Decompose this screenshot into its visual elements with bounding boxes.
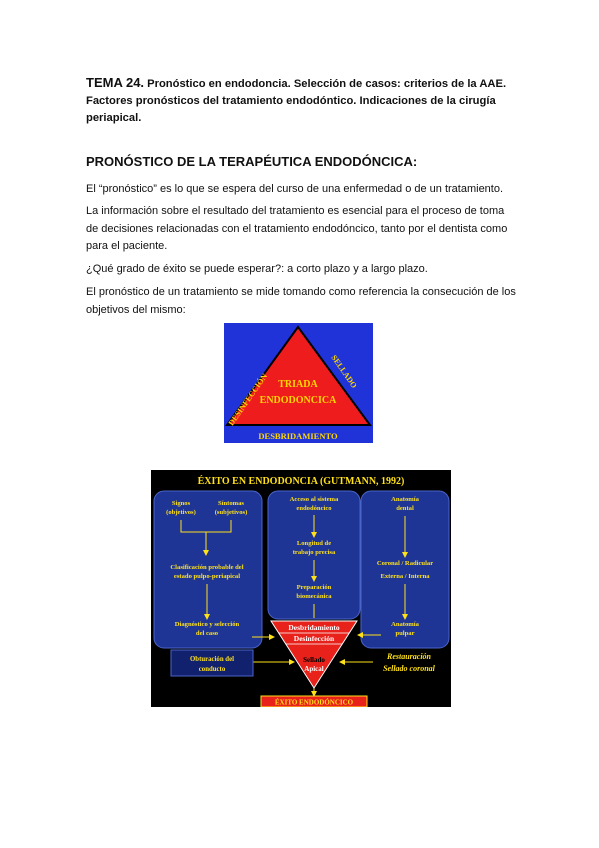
- restauracion-label: Restauración: [386, 652, 432, 661]
- externa-interna: Externa / Interna: [380, 573, 430, 580]
- clasificacion-line2: estado pulpo-periapical: [174, 573, 240, 580]
- longitud-line1: Longitud de: [297, 540, 331, 547]
- triad-center-line1: TRIADA: [278, 379, 318, 390]
- preparacion-line2: biomecánica: [296, 593, 332, 600]
- paragraph-3: ¿Qué grado de éxito se puede esperar?: a…: [86, 263, 428, 275]
- document-title: TEMA 24. Pronóstico en endodoncia. Selec…: [86, 74, 516, 127]
- signos-label: Signos: [172, 500, 191, 507]
- triad-bottom-label: DESBRIDAMIENTO: [258, 431, 338, 441]
- anatomia-dental-line2: dental: [396, 505, 414, 512]
- anatomia-dental-line1: Anatomía: [391, 496, 420, 503]
- diagnostico-line1: Diagnóstico y selección: [175, 621, 240, 628]
- obturacion-box: [170, 649, 254, 677]
- arrowhead-4: [311, 576, 317, 582]
- sellado-coronal-label: Sellado coronal: [383, 664, 436, 673]
- coronal-radicular: Coronal / Radicular: [377, 560, 433, 567]
- success-diagram: ÉXITO EN ENDODONCIA (GUTMANN, 1992) Sign…: [151, 470, 451, 707]
- clasificacion-line1: Clasificación probable del: [170, 564, 243, 571]
- center-desbridamiento: Desbridamiento: [288, 623, 339, 632]
- arrowhead-3: [311, 532, 317, 538]
- column-anatomy: [360, 490, 450, 649]
- arrowhead-8: [357, 632, 363, 638]
- diagnostico-line2: del caso: [196, 630, 219, 637]
- sintomas-label: Síntomas: [218, 500, 244, 507]
- sintomas-sub: (subjetivos): [215, 509, 248, 516]
- paragraph-2: La información sobre el resultado del tr…: [86, 205, 508, 252]
- arrowhead-1: [203, 550, 209, 556]
- center-triangle: [270, 620, 358, 689]
- arrowhead-11: [311, 691, 317, 697]
- paragraph-1: El “pronóstico” es lo que se espera del …: [86, 183, 504, 195]
- preparacion-line1: Preparación: [297, 584, 332, 591]
- exito-label: ÉXITO ENDODÓNCICO: [275, 699, 354, 707]
- paragraph-4: El pronóstico de un tratamiento se mide …: [86, 286, 516, 316]
- arrow-signs-to-class: [180, 520, 232, 552]
- signos-sub: (objetivos): [166, 509, 196, 516]
- diagram-title: ÉXITO EN ENDODONCIA (GUTMANN, 1992): [198, 475, 405, 487]
- triad-figure: DESINFECCIÓN SELLADO TRIADA ENDODONCICA …: [224, 323, 373, 443]
- exito-box: [260, 695, 368, 707]
- longitud-line2: trabajo precisa: [293, 549, 336, 556]
- center-apical: Apical: [304, 665, 324, 673]
- column-technique: [267, 490, 361, 620]
- acceso-line1: Acceso al sistema: [290, 496, 339, 503]
- title-prefix: TEMA 24.: [86, 75, 145, 90]
- anatomia-pulpar-line1: Anatomía: [391, 621, 420, 628]
- anatomia-pulpar-line2: pulpar: [395, 630, 414, 637]
- triad-triangle: [225, 325, 372, 426]
- obturacion-line2: conducto: [199, 666, 226, 673]
- obturacion-line1: Obturación del: [190, 656, 234, 663]
- center-desinfeccion: Desinfección: [294, 634, 335, 643]
- arrowhead-10: [339, 659, 345, 665]
- title-text: Pronóstico en endodoncia. Selección de c…: [86, 78, 507, 124]
- acceso-line2: endodóncico: [296, 505, 332, 512]
- arrowhead-9: [289, 659, 295, 665]
- triad-center-line2: ENDODONCICA: [260, 395, 337, 406]
- section-heading: PRONÓSTICO DE LA TERAPÉUTICA ENDODÓNCICA…: [86, 154, 418, 169]
- arrowhead-7: [269, 634, 275, 640]
- arrowhead-6: [402, 614, 408, 620]
- center-sellado: Sellado: [303, 656, 325, 664]
- arrowhead-5: [402, 552, 408, 558]
- arrowhead-2: [204, 614, 210, 620]
